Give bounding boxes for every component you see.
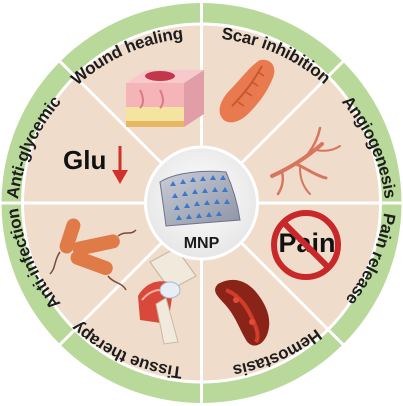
bacteria-icon [49,218,137,291]
center-label: MNP [184,235,220,252]
scar-icon [219,59,275,123]
blood-clot-icon [215,279,270,346]
knee-joint-icon [138,247,197,345]
ring-divider [21,22,382,384]
microneedle-patch-icon [159,170,241,227]
glu-text: Glu [63,145,106,175]
skin-wound-icon [126,70,204,127]
glucose-decrease-icon: Glu [63,145,128,184]
blood-vessel-icon [270,126,341,196]
no-pain-icon: Pain [271,210,341,280]
